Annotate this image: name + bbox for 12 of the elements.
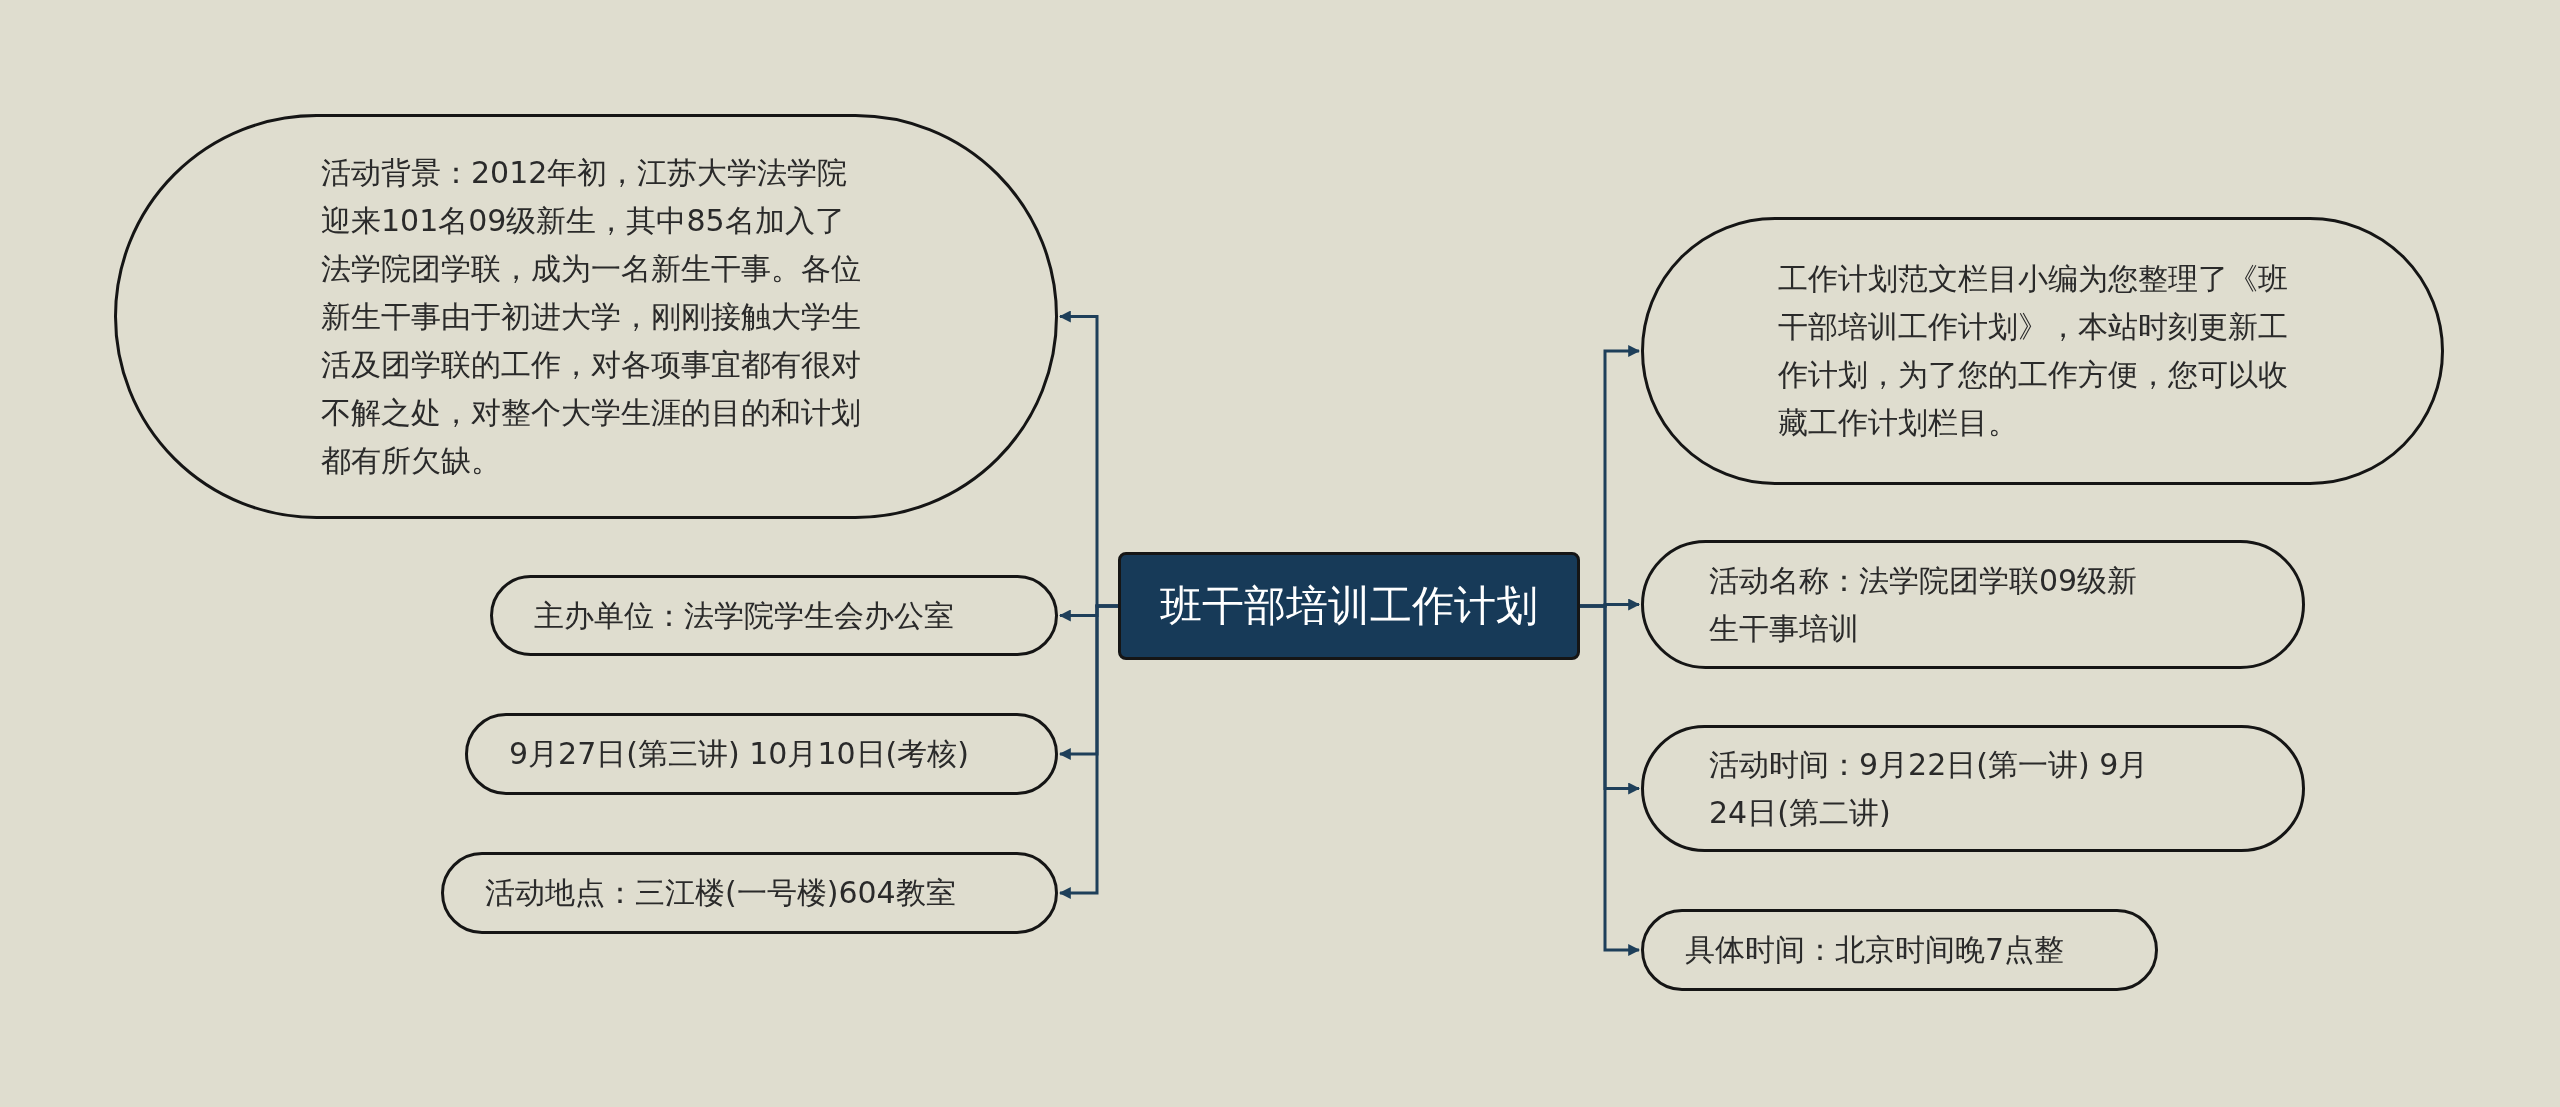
topic-text: 主办单位：法学院学生会办公室: [534, 596, 955, 635]
topic-text: 活动地点：三江楼(一号楼)604教室: [485, 874, 957, 912]
central-topic-box: [1118, 552, 1580, 660]
topic-text: 具体时间：北京时间晚7点整: [1685, 931, 2066, 969]
connector-arrow: [1058, 604, 1118, 899]
topic-text: 9月27日(第三讲) 10月10日(考核): [509, 735, 970, 773]
topic-text: 班干部培训工作计划: [1159, 580, 1539, 632]
topic-text: 活动背景：2012年初，江苏大学法学院迎来101名09级新生，其中85名加入了法学院团学联，成为一名新生干事。各位新生干事由于初进大学，刚刚接触大学生活及团学联的工作，对各项事宜都有很对不解之处，对整个大学生涯的目的和计划都有所欠缺。: [321, 153, 862, 480]
topic-text: 工作计划范文栏目小编为您整理了《班干部培训工作计划》，本站时刻更新工作计划，为了您的工作方便，您可以收藏工作计划栏目。: [1778, 260, 2289, 442]
topic-text: 活动名称：法学院团学联09级新生干事培训: [1709, 561, 2139, 648]
connector-arrow: [1580, 604, 1641, 956]
topic-text: 活动时间：9月22日(第一讲) 9月24日(第二讲): [1709, 745, 2150, 832]
